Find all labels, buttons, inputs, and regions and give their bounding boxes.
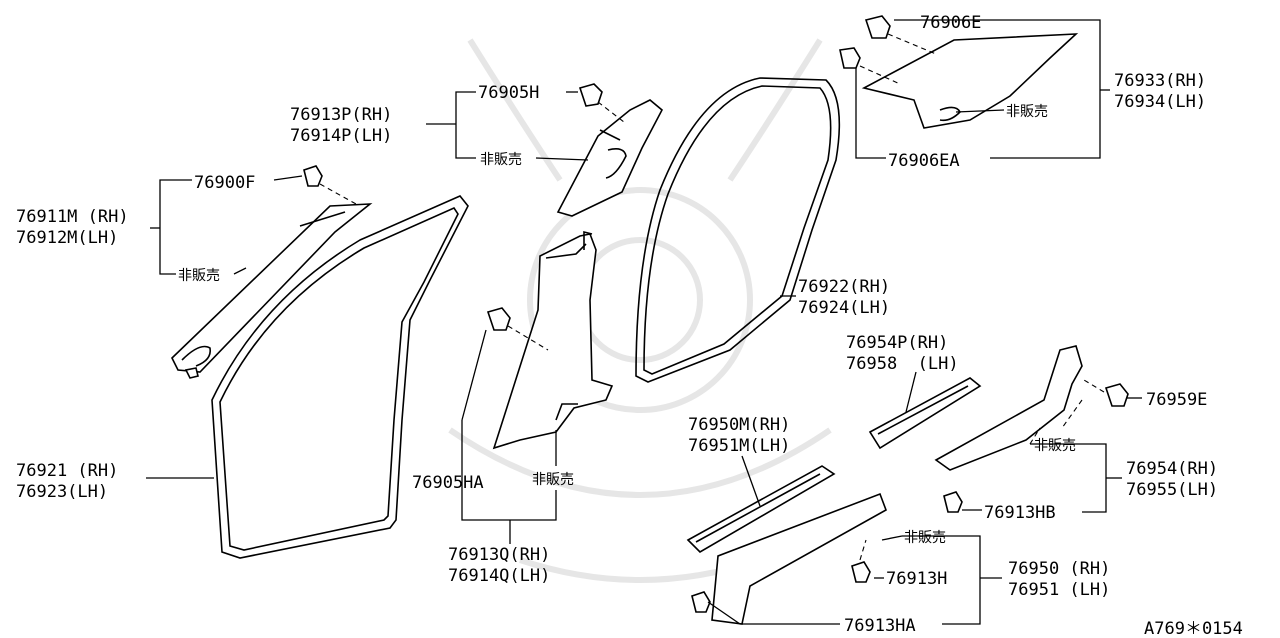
label-76955-lh: 76955(LH): [1126, 480, 1218, 500]
rear-side-sill-trim: [934, 345, 1083, 471]
label-76922-rh: 76922(RH): [798, 277, 890, 297]
rear-kicking-plate: [868, 377, 982, 450]
label-76950M-rh: 76950M(RH): [688, 415, 790, 435]
label-76914Q-lh: 76914Q(LH): [448, 566, 550, 586]
label-76959E: 76959E: [1146, 390, 1207, 410]
clip-76906EA: [839, 47, 861, 69]
leader-lines: [146, 19, 1142, 625]
rear-door-weatherstrip: [635, 77, 841, 383]
a-pillar-lower-trim: [171, 203, 373, 379]
label-76921-rh: 76921 (RH): [16, 461, 118, 481]
label-76905H: 76905H: [478, 83, 539, 103]
b-pillar-lower-trim: [492, 230, 614, 450]
b-pillar-upper-trim: [556, 99, 664, 217]
label-76923-lh: 76923(LH): [16, 482, 108, 502]
clip-76905HA: [486, 307, 511, 331]
label-nonsale-c-pillar: 非販売: [1006, 104, 1048, 120]
label-76906E: 76906E: [920, 13, 981, 33]
label-76913P-rh: 76913P(RH): [290, 105, 392, 125]
label-76912M-lh: 76912M(LH): [16, 228, 118, 248]
label-76934-lh: 76934(LH): [1114, 92, 1206, 112]
label-76914P-lh: 76914P(LH): [290, 126, 392, 146]
clip-76913HA: [691, 591, 711, 613]
clip-76959E: [1104, 383, 1129, 407]
clip-76905H: [578, 83, 603, 107]
label-76954-rh: 76954(RH): [1126, 459, 1218, 479]
front-door-weatherstrip: [211, 195, 469, 559]
label-76905HA: 76905HA: [412, 473, 484, 493]
label-nonsale-rear-sill: 非販売: [1034, 438, 1076, 454]
label-76954P-rh: 76954P(RH): [846, 333, 948, 353]
clip-76913HB: [943, 491, 963, 513]
label-76906EA: 76906EA: [888, 151, 960, 171]
label-76958-lh: 76958 (LH): [846, 354, 959, 374]
front-kicking-plate: [686, 465, 836, 554]
label-76924-lh: 76924(LH): [798, 298, 890, 318]
figure-code: A769＊0154: [1144, 619, 1243, 638]
label-76913Q-rh: 76913Q(RH): [448, 545, 550, 565]
label-nonsale-b-pillar-lower: 非販売: [532, 472, 574, 488]
label-76913HA: 76913HA: [844, 616, 916, 636]
label-nonsale-a-pillar: 非販売: [178, 268, 220, 284]
label-nonsale-b-pillar-upper: 非販売: [480, 152, 522, 168]
label-76913HB: 76913HB: [984, 503, 1056, 523]
label-76951-lh: 76951 (LH): [1008, 580, 1110, 600]
clip-76900F: [303, 165, 323, 187]
part-labels: 76906E 76933(RH) 76934(LH) 76906EA 非販売 7…: [16, 13, 1243, 638]
label-76951M-lh: 76951M(LH): [688, 436, 790, 456]
clip-76913H: [851, 561, 871, 583]
label-nonsale-front-sill: 非販売: [904, 530, 946, 546]
label-76913H: 76913H: [886, 569, 947, 589]
clip-76906E: [864, 15, 891, 39]
label-76911M-rh: 76911M (RH): [16, 207, 129, 227]
label-76900F: 76900F: [194, 173, 255, 193]
label-76933-rh: 76933(RH): [1114, 71, 1206, 91]
label-76950-rh: 76950 (RH): [1008, 559, 1110, 579]
